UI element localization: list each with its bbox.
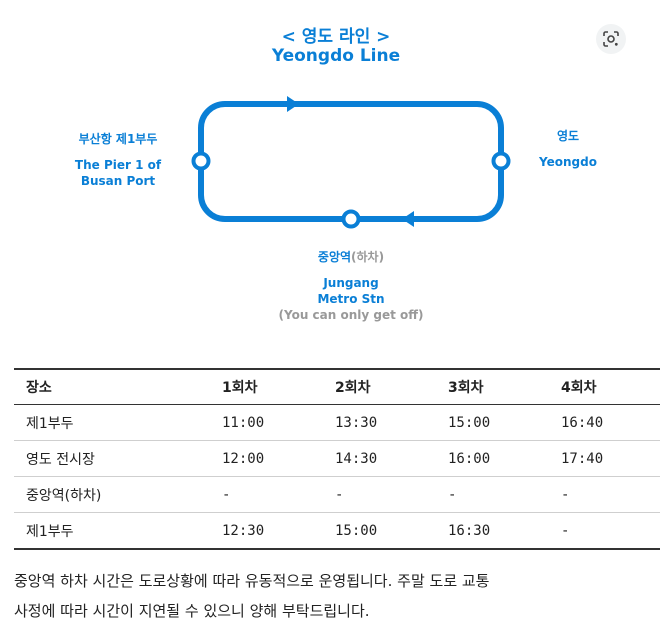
row-time: 16:30 [436,512,549,550]
row-time: 13:30 [323,404,436,441]
header-run-3: 3회차 [436,368,549,405]
google-lens-button[interactable] [596,24,626,54]
row-time: - [549,476,660,513]
row-time: 16:00 [436,440,549,477]
schedule-note: 중앙역 하차 시간은 도로상황에 따라 유동적으로 운영됩니다. 주말 도로 교… [14,566,664,626]
direction-arrow-top [287,96,299,112]
route-map [191,96,511,229]
stop-yeongdo-korean: 영도 [556,129,580,143]
row-time: 12:00 [210,440,323,477]
stop-marker-jungang [341,209,361,229]
route-title-english: Yeongdo Line [271,46,401,66]
stop-marker-yeongdo [491,151,511,171]
timetable: 장소 1회차 2회차 3회차 4회차 제1부두 11:00 13:30 15:0… [14,368,660,550]
row-time: - [436,476,549,513]
row-time: - [549,512,660,550]
stop-pier-english-line2: Busan Port [80,174,156,188]
header-run-2: 2회차 [323,368,436,405]
row-location: 제1부두 [14,512,210,550]
row-location: 중앙역(하차) [14,476,210,513]
table-row: 중앙역(하차) - - - - [14,476,660,513]
stop-jungang-english-line1: Jungang [323,276,379,290]
route-title-korean: < 영도 라인 > [281,27,391,47]
stop-label-yeongdo: 영도 Yeongdo [518,128,618,170]
stop-yeongdo-english: Yeongdo [539,155,597,169]
header-location: 장소 [14,368,210,405]
stop-label-jungang: 중앙역(하차) Jungang Metro Stn (You can only … [251,249,451,323]
row-time: 11:00 [210,404,323,441]
stop-jungang-english-line2: Metro Stn [317,292,385,306]
row-time: 15:00 [323,512,436,550]
schedule-note-line1: 중앙역 하차 시간은 도로상황에 따라 유동적으로 운영됩니다. 주말 도로 교… [14,572,490,590]
stop-pier-korean: 부산항 제1부두 [78,132,158,146]
table-row: 영도 전시장 12:00 14:30 16:00 17:40 [14,440,660,477]
row-time: 12:30 [210,512,323,550]
direction-arrow-bottom [402,211,414,227]
row-time: - [323,476,436,513]
header-run-4: 4회차 [549,368,660,405]
row-location: 영도 전시장 [14,440,210,477]
row-time: 15:00 [436,404,549,441]
timetable-header-row: 장소 1회차 2회차 3회차 4회차 [14,368,660,405]
stop-marker-pier [191,151,211,171]
row-time: - [210,476,323,513]
row-location: 제1부두 [14,404,210,441]
stop-jungang-english-note: (You can only get off) [278,308,424,322]
row-time: 16:40 [549,404,660,441]
schedule-note-line2: 사정에 따라 시간이 지연될 수 있으니 양해 부탁드립니다. [14,602,370,620]
header-run-1: 1회차 [210,368,323,405]
route-loop [198,101,504,222]
stop-jungang-korean-note: (하차) [351,250,385,264]
stop-label-pier: 부산항 제1부두 The Pier 1 of Busan Port [58,131,178,189]
row-time: 17:40 [549,440,660,477]
stop-pier-english-line1: The Pier 1 of [74,158,162,172]
table-row: 제1부두 12:30 15:00 16:30 - [14,512,660,550]
stop-jungang-korean: 중앙역 [317,250,352,264]
google-lens-icon [603,31,619,47]
row-time: 14:30 [323,440,436,477]
table-row: 제1부두 11:00 13:30 15:00 16:40 [14,404,660,441]
